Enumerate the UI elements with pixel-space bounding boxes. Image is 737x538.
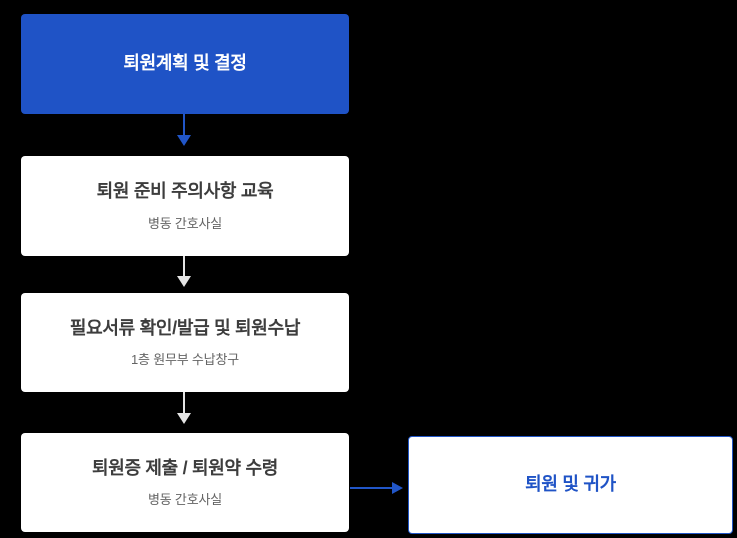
step-title: 퇴원계획 및 결정	[123, 53, 247, 74]
arrow-line	[183, 114, 185, 135]
arrow-line	[183, 392, 185, 413]
arrow-head	[177, 413, 191, 424]
arrow-down-icon	[177, 256, 191, 287]
step-box-documents-payment: 필요서류 확인/발급 및 퇴원수납 1층 원무부 수납창구	[21, 293, 349, 392]
arrow-head	[392, 481, 403, 494]
arrow-head	[177, 276, 191, 287]
arrow-head	[177, 135, 191, 146]
arrow-line	[183, 256, 185, 276]
step-subtitle: 1층 원무부 수납창구	[131, 352, 239, 368]
step-subtitle: 병동 간호사실	[148, 492, 222, 508]
arrow-down-icon	[177, 392, 191, 424]
arrow-right-icon	[350, 481, 403, 494]
step-box-discharge-education: 퇴원 준비 주의사항 교육 병동 간호사실	[21, 156, 349, 256]
result-box-discharge-home: 퇴원 및 귀가	[408, 436, 733, 534]
step-title: 필요서류 확인/발급 및 퇴원수납	[69, 317, 301, 338]
step-box-certificate-medicine: 퇴원증 제출 / 퇴원약 수령 병동 간호사실	[21, 433, 349, 532]
step-subtitle: 병동 간호사실	[148, 215, 222, 231]
arrow-down-icon	[177, 114, 191, 146]
result-title: 퇴원 및 귀가	[525, 474, 616, 495]
step-box-discharge-plan: 퇴원계획 및 결정	[21, 14, 349, 114]
step-title: 퇴원 준비 주의사항 교육	[96, 181, 274, 202]
step-title: 퇴원증 제출 / 퇴원약 수령	[91, 457, 279, 478]
arrow-line	[350, 486, 392, 489]
